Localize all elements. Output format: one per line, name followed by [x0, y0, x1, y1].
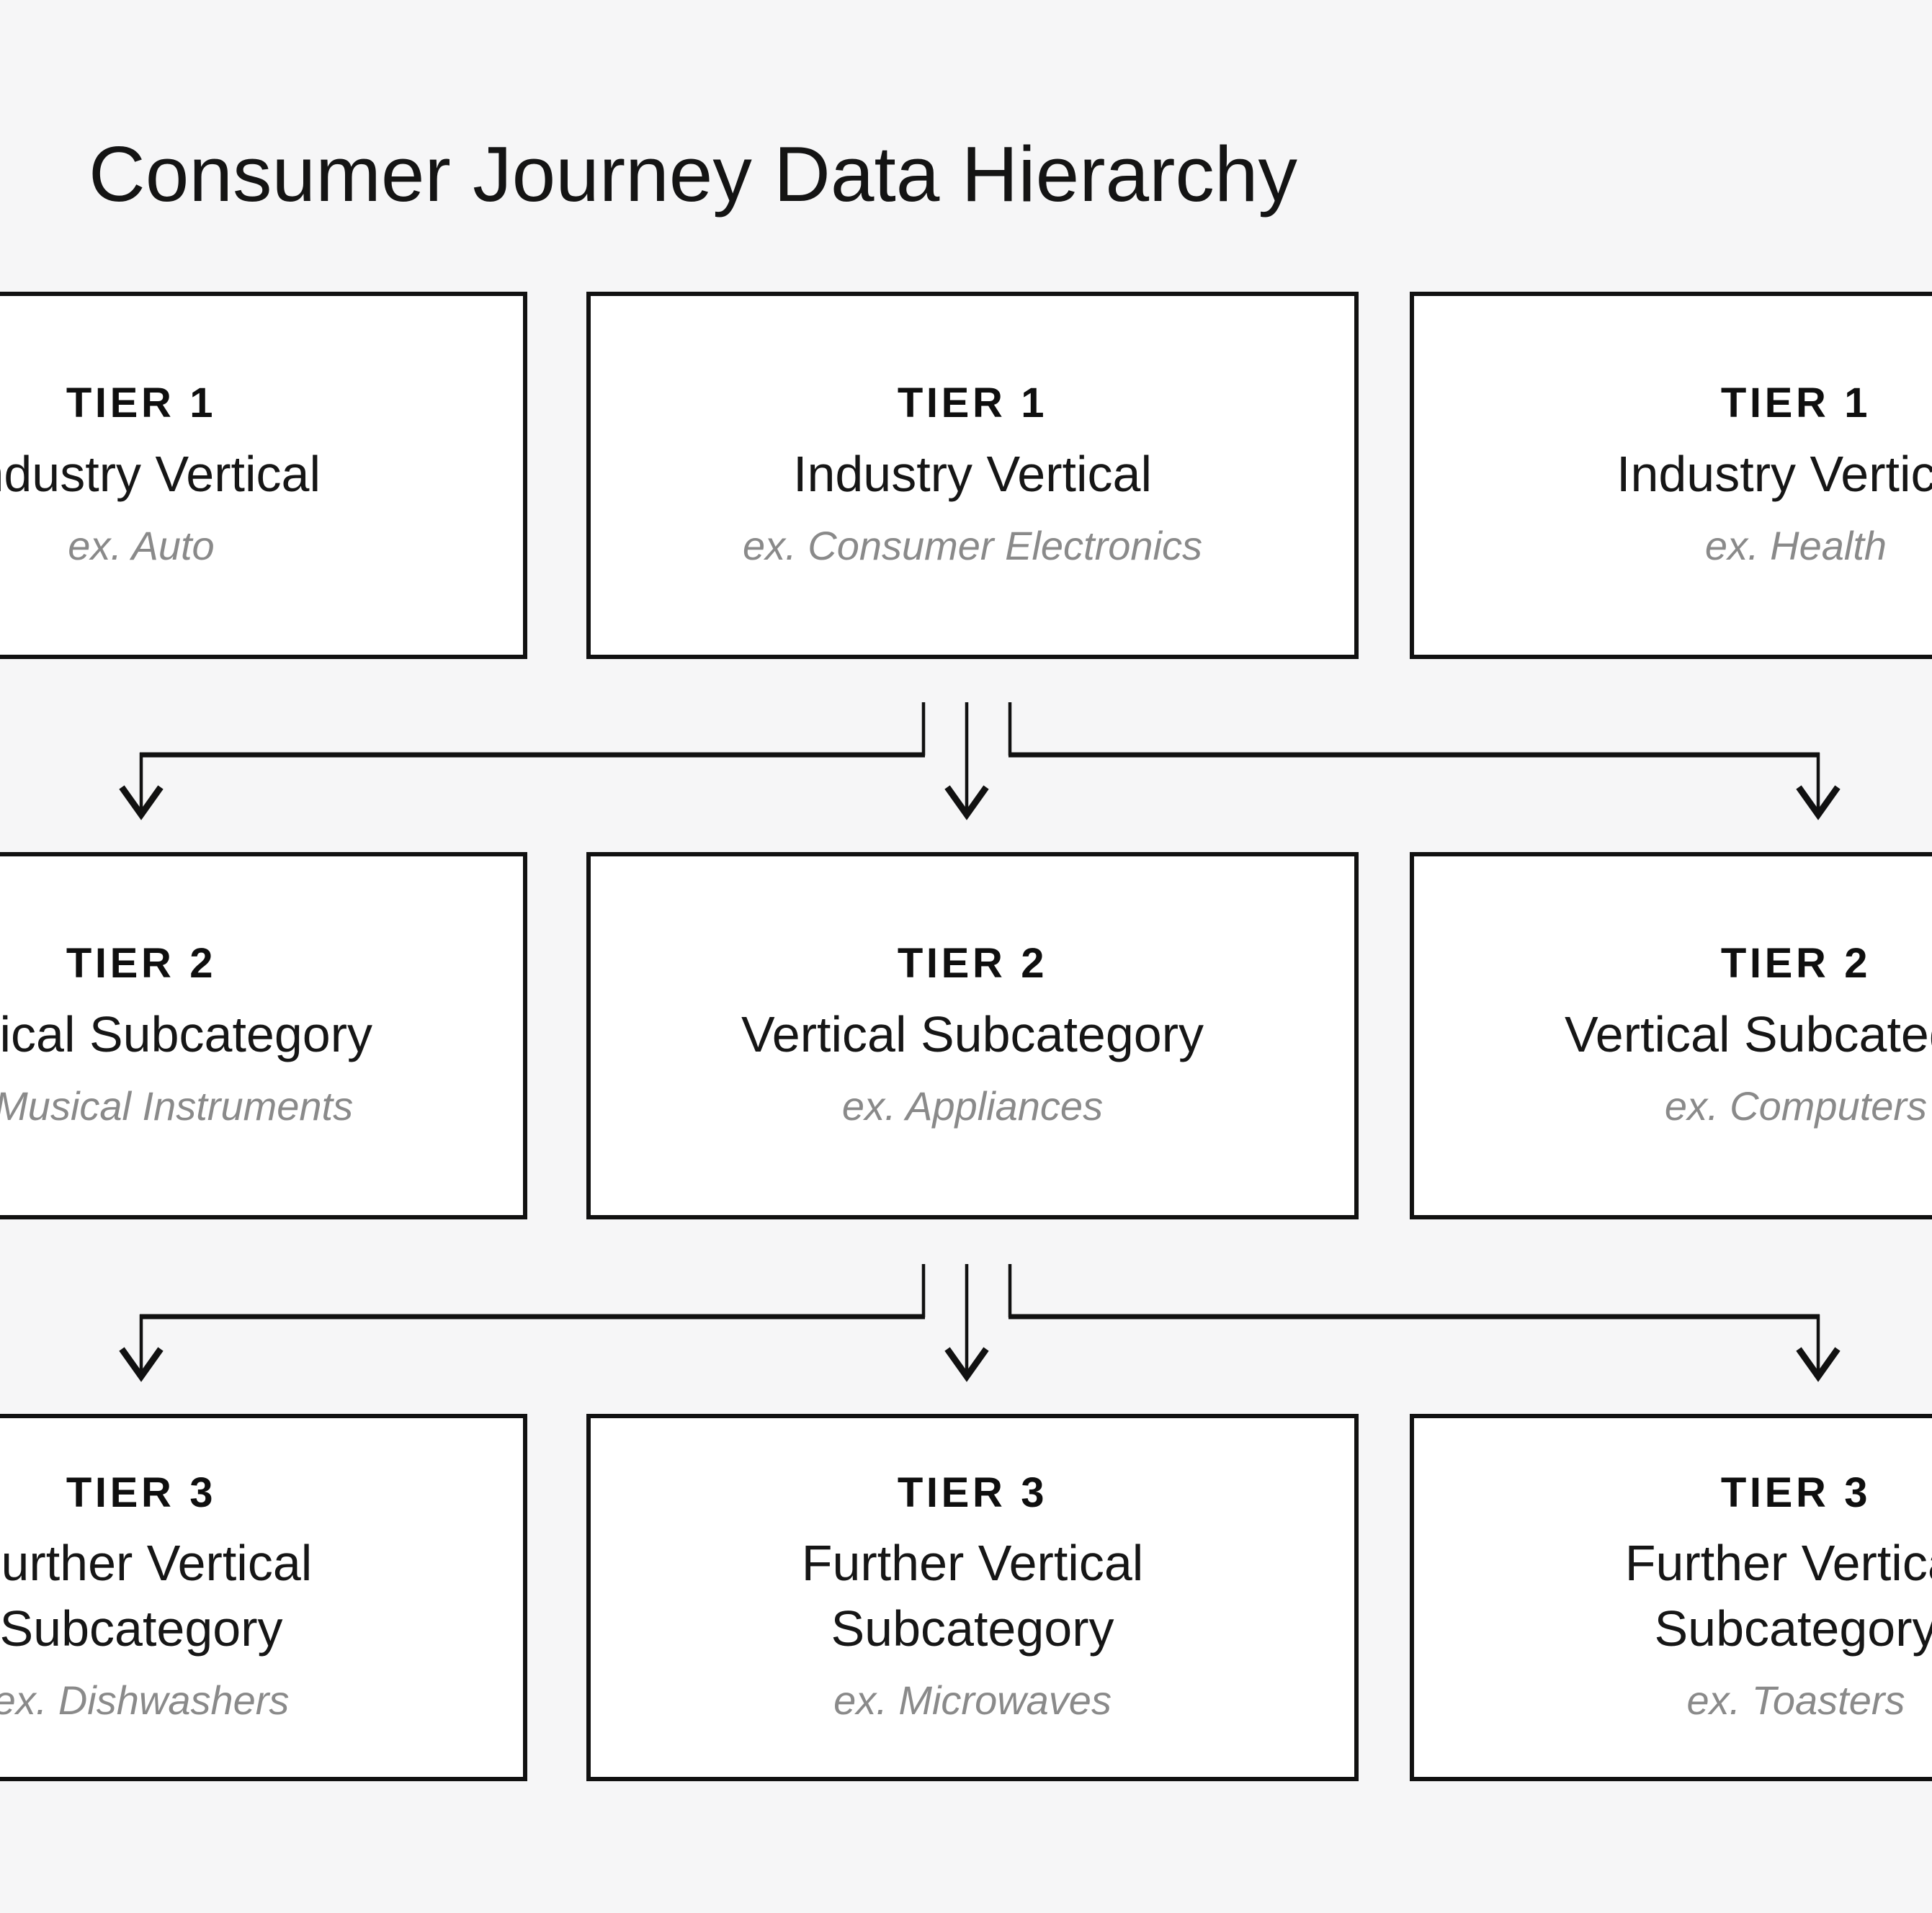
tier-label: TIER 2 — [66, 940, 217, 987]
box-example: ex. Toasters — [1686, 1677, 1905, 1724]
box-tier2-musical-instruments: TIER 2 Vertical Subcategory ex. Musical … — [0, 852, 527, 1219]
tier-label: TIER 1 — [897, 380, 1048, 427]
tier-label: TIER 2 — [1720, 940, 1871, 987]
box-heading: Further Vertical Subcategory — [801, 1535, 1144, 1657]
arrow-down-head — [944, 785, 989, 820]
box-heading: Industry Vertical — [1616, 445, 1932, 502]
box-heading: Further Vertical Subcategory — [1624, 1535, 1932, 1657]
arrow-down-head — [119, 1347, 164, 1382]
arrow-down-head — [1796, 1347, 1841, 1382]
connector-tier1-to-tier2 — [119, 702, 1841, 820]
box-tier2-computers: TIER 2 Vertical Subcategory ex. Computer… — [1410, 852, 1932, 1219]
box-tier3-toasters: TIER 3 Further Vertical Subcategory ex. … — [1410, 1414, 1932, 1781]
box-example: ex. Computers — [1664, 1083, 1928, 1129]
tier-label: TIER 2 — [897, 940, 1048, 987]
arrow-down-head — [944, 1347, 989, 1382]
box-heading: Industry Vertical — [0, 445, 321, 502]
tier-label: TIER 3 — [66, 1469, 217, 1516]
box-example: ex. Musical Instruments — [0, 1083, 354, 1129]
box-tier3-dishwashers: TIER 3 Further Vertical Subcategory ex. … — [0, 1414, 527, 1781]
box-example: ex. Microwaves — [833, 1677, 1112, 1724]
tier-label: TIER 3 — [897, 1469, 1048, 1516]
box-example: ex. Auto — [68, 522, 215, 568]
box-example: ex. Appliances — [841, 1083, 1104, 1129]
box-tier1-auto: TIER 1 Industry Vertical ex. Auto — [0, 292, 527, 659]
box-example: ex. Health — [1704, 522, 1887, 568]
box-tier1-consumer-electronics: TIER 1 Industry Vertical ex. Consumer El… — [586, 292, 1359, 659]
box-heading: Vertical Subcategory — [741, 1005, 1204, 1062]
box-heading: Vertical Subcategory — [1564, 1005, 1932, 1062]
box-example: ex. Consumer Electronics — [742, 522, 1202, 568]
box-tier1-health: TIER 1 Industry Vertical ex. Health — [1410, 292, 1932, 659]
arrow-down-head — [119, 785, 164, 820]
box-tier3-microwaves: TIER 3 Further Vertical Subcategory ex. … — [586, 1414, 1359, 1781]
box-tier2-appliances: TIER 2 Vertical Subcategory ex. Applianc… — [586, 852, 1359, 1219]
box-heading: Vertical Subcategory — [0, 1005, 373, 1062]
connector-tier2-to-tier3 — [119, 1264, 1841, 1382]
tier-label: TIER 1 — [1720, 380, 1871, 427]
arrow-down-head — [1796, 785, 1841, 820]
box-heading: Industry Vertical — [793, 445, 1152, 502]
box-example: ex. Dishwashers — [0, 1677, 290, 1724]
tier-label: TIER 1 — [66, 380, 217, 427]
box-heading: Further Vertical Subcategory — [0, 1535, 313, 1657]
page-title: Consumer Journey Data Hierarchy — [89, 130, 1298, 218]
tier-label: TIER 3 — [1720, 1469, 1871, 1516]
